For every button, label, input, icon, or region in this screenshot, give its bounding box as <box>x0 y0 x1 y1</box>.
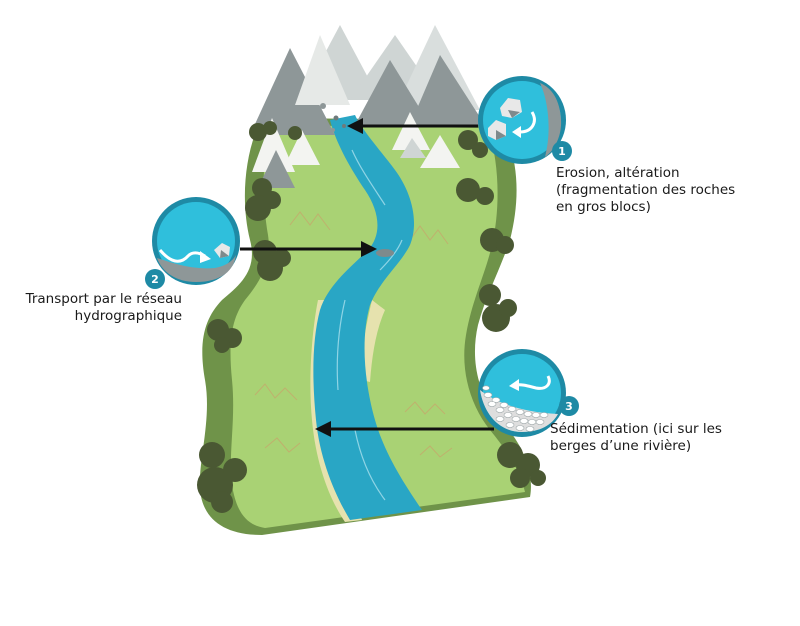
tree-icon <box>480 228 514 254</box>
transport-label-line: Transport par le réseau <box>25 291 182 307</box>
swirl-arrow-head <box>509 379 519 391</box>
mountain-icon <box>420 135 460 168</box>
debris-rock <box>331 128 335 132</box>
swirl-arrow-head <box>200 251 211 263</box>
arrow-1-head <box>347 118 363 134</box>
sedimentation-label-line: Sédimentation (ici sur les <box>550 421 722 437</box>
tree-icon <box>253 240 291 281</box>
cliff-shape <box>540 83 562 157</box>
mountain-icon <box>258 150 295 188</box>
rock-icon <box>500 98 522 118</box>
mountain-icon <box>252 118 295 172</box>
rock-icon <box>488 120 506 140</box>
erosion-label-line: en gros blocs) <box>556 199 651 215</box>
badge-1-number: 1 <box>558 145 566 158</box>
tree-icon <box>458 130 488 158</box>
trees <box>197 121 546 513</box>
tree-icon <box>207 319 242 353</box>
debris-rock <box>320 103 326 109</box>
swirl-arrow-icon <box>519 111 536 134</box>
tree-icon <box>456 178 494 205</box>
sedimentation-label: Sédimentation (ici sur les berges d’une … <box>550 421 722 455</box>
arrows <box>240 118 494 437</box>
mountain-range <box>250 25 485 188</box>
mountain-icon <box>410 55 485 125</box>
arrow-2-head <box>361 241 377 257</box>
debris-rock <box>342 124 346 128</box>
river <box>313 115 422 520</box>
pebbles-icon <box>482 385 549 432</box>
badge-2-number: 2 <box>151 273 159 286</box>
mountain-icon <box>355 60 430 125</box>
badge-2 <box>145 269 165 289</box>
sand-bank-right <box>361 300 385 382</box>
tree-icon <box>479 284 517 332</box>
badge-1 <box>552 141 572 161</box>
swirl-arrow-icon <box>158 249 206 263</box>
callout-sedimentation: 3 <box>478 349 579 437</box>
badge-3-number: 3 <box>565 400 573 413</box>
tree-icon <box>249 121 277 141</box>
transport-label-line: hydrographique <box>74 308 182 324</box>
callout-erosion: 1 <box>478 76 572 164</box>
erosion-label: Erosion, altération (fragmentation des r… <box>556 165 735 216</box>
ground-shape <box>157 255 236 282</box>
mountain-icon <box>285 130 320 165</box>
erosion-label-line: Erosion, altération <box>556 165 680 181</box>
mountain-icon <box>392 112 430 150</box>
tree-icon <box>245 178 281 221</box>
swirl-arrow-icon <box>515 375 551 390</box>
erosion-label-line: (fragmentation des roches <box>556 182 736 198</box>
mountain-icon <box>250 48 335 135</box>
river-rock <box>376 249 394 257</box>
tree-icon <box>288 126 302 140</box>
rock-icon <box>214 243 230 258</box>
arrow-3-head <box>315 421 331 437</box>
mountain-icon <box>295 35 350 105</box>
debris-rock <box>333 115 339 121</box>
badge-3 <box>559 396 579 416</box>
tree-icon <box>497 442 546 488</box>
transport-label: Transport par le réseau hydrographique <box>26 291 182 325</box>
mountain-icon <box>400 138 426 158</box>
sedimentation-label-line: berges d’une rivière) <box>550 438 692 454</box>
relief-lines <box>254 211 453 458</box>
callout-transport: 2 <box>145 197 240 289</box>
tree-icon <box>197 442 247 513</box>
swirl-arrow-head <box>512 126 521 138</box>
river-flow-lines <box>336 149 403 501</box>
